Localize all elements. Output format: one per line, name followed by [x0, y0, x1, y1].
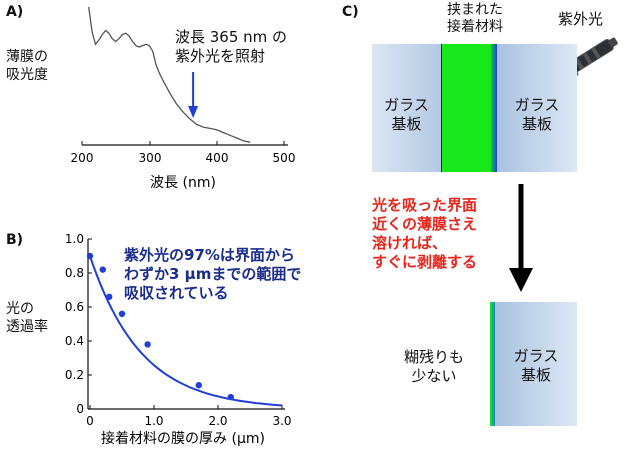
absorbance-xtick-label-500: 500	[273, 151, 296, 165]
explanation-line1: 光を吸った界面	[372, 196, 478, 214]
residue-line1: 糊残りも	[404, 348, 465, 366]
sandwiched-line2: 接着材料	[447, 19, 503, 35]
glass-substrate-right	[497, 44, 577, 172]
panel-a-ylabel-line1: 薄膜の	[6, 49, 48, 65]
absorbance-chart: 200 300 400 500 波長 (nm)	[71, 6, 296, 191]
explanation-line3: 溶ければ、	[372, 234, 448, 252]
absorbance-xtick-label-300: 300	[139, 151, 162, 165]
absorbance-xlabel: 波長 (nm)	[150, 175, 216, 191]
transmittance-point-2	[106, 293, 113, 300]
explanation-line4: すぐに剥離する	[372, 253, 478, 271]
panel-b-annotation: 紫外光の97%は界面から わずか3 μmまでの範囲で 吸収されている	[124, 246, 301, 303]
down-arrow-icon	[509, 184, 533, 292]
panel-a-label: A)	[6, 4, 24, 20]
transmittance-ytick-label-0.8: 0.8	[65, 266, 84, 280]
transmittance-xtick-label-1.0: 1.0	[144, 414, 163, 428]
glass-left-label: ガラス 基板	[372, 96, 441, 134]
panel-b-label: B)	[6, 232, 24, 248]
glass-right-line1: ガラス	[514, 96, 560, 114]
transmittance-ytick-label-0: 0	[76, 402, 84, 416]
transmittance-chart: 接着材料の膜の厚み (μm) 0 0.2 0.4 0.6 0.8 1.0 0 1…	[65, 232, 292, 447]
transmittance-ytick-label-0.2: 0.2	[65, 368, 84, 382]
glass-right-label: ガラス 基板	[497, 96, 577, 134]
glass-right-line2: 基板	[521, 115, 552, 133]
panel-b-ylabel-line2: 透過率	[6, 319, 48, 335]
peel-explanation: 光を吸った界面 近くの薄膜さえ 溶ければ、 すぐに剥離する	[372, 196, 477, 272]
panel-b-annotation-line2: わずか3 μmまでの範囲で	[124, 265, 302, 283]
transmittance-ytick-label-0.4: 0.4	[65, 334, 84, 348]
transmittance-point-3	[118, 310, 126, 317]
glass-substrate-after	[495, 302, 577, 426]
glass-left-line1: ガラス	[384, 96, 429, 114]
sandwiched-adhesive-label: 挟まれた 接着材料	[440, 2, 510, 36]
absorbance-xtick-label-400: 400	[206, 151, 229, 165]
residue-line2: 少ない	[411, 367, 457, 385]
transmittance-ytick-label-1.0: 1.0	[65, 232, 84, 246]
panel-b-annotation-line3: 吸収されている	[124, 284, 229, 302]
explanation-line2: 近くの薄膜さえ	[372, 215, 478, 233]
glass-after-line2: 基板	[520, 366, 551, 384]
transmittance-point-1	[99, 266, 107, 273]
adhesive-layer	[441, 44, 492, 172]
uv-arrow-head-icon	[188, 106, 199, 118]
transmittance-point-4	[144, 341, 151, 348]
transmittance-xtick-label-2.0: 2.0	[208, 414, 227, 428]
panel-b-ylabel-line1: 光の	[6, 301, 34, 317]
uv-light-label: 紫外光	[558, 10, 604, 28]
transmittance-ytick-label-0.6: 0.6	[65, 300, 84, 314]
panel-a-annotation-line1: 波長 365 nm の	[175, 28, 288, 46]
panel-c-label: C)	[342, 4, 359, 20]
transmittance-point-6	[227, 393, 234, 401]
glass-left-line2: 基板	[391, 115, 422, 133]
glass-after-line1: ガラス	[513, 347, 559, 365]
transmittance-xtick-label-0: 0	[86, 414, 94, 428]
absorbing-interface-layer	[491, 44, 497, 172]
panel-b-ylabel: 光の 透過率	[6, 300, 48, 336]
panel-a-ylabel-line2: 吸光度	[6, 67, 48, 83]
panel-a-annotation: 波長 365 nm の 紫外光を照射	[175, 28, 287, 66]
absorbance-xtick-label-200: 200	[71, 151, 94, 165]
absorbance-series-line	[88, 6, 251, 143]
transmittance-point-0	[86, 252, 94, 260]
transmittance-point-5	[195, 382, 202, 389]
panel-b-annotation-line1: 紫外光の97%は界面から	[124, 246, 295, 264]
transmittance-xlabel: 接着材料の膜の厚み (μm)	[101, 430, 265, 447]
transmittance-fit-curve	[89, 255, 283, 407]
residual-thin-layer	[490, 302, 495, 426]
panel-a-ylabel: 薄膜の 吸光度	[6, 48, 48, 84]
residue-note: 糊残りも 少ない	[404, 348, 464, 386]
transmittance-xtick-label-3.0: 3.0	[272, 414, 291, 428]
panel-a-annotation-line2: 紫外光を照射	[175, 47, 266, 65]
sandwiched-line1: 挟まれた	[447, 2, 503, 18]
glass-after-label: ガラス 基板	[495, 347, 577, 385]
glass-substrate-left	[372, 44, 441, 172]
